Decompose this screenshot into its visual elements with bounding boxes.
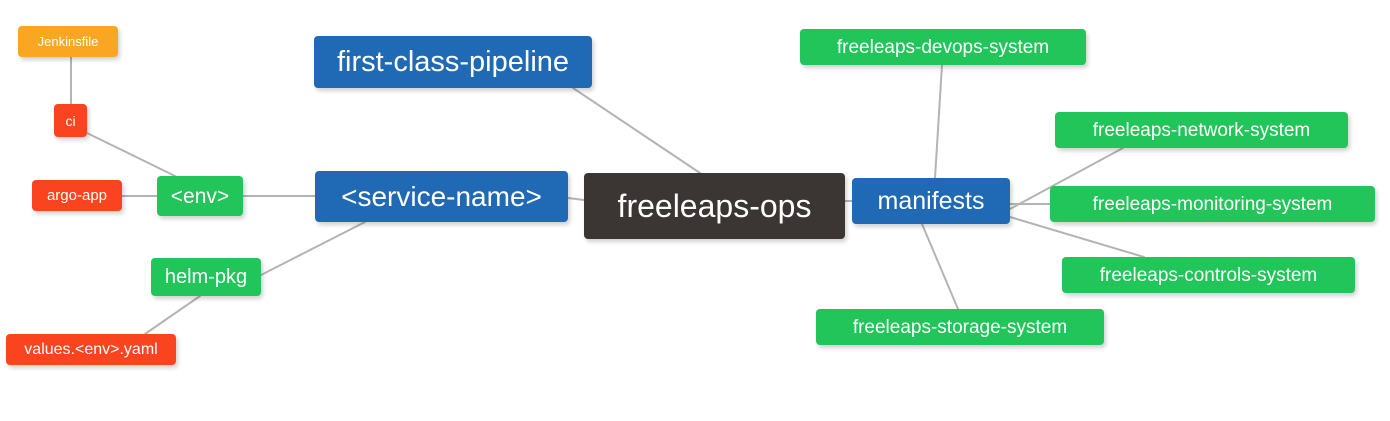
node-freeleaps-devops-system[interactable]: freeleaps-devops-system (800, 29, 1086, 65)
node-label: ci (65, 112, 76, 129)
node-label: freeleaps-devops-system (836, 36, 1050, 58)
node-env[interactable]: <env> (157, 176, 243, 216)
node-manifests[interactable]: manifests (852, 178, 1010, 224)
node-label: argo-app (46, 187, 108, 204)
node-first-class-pipeline[interactable]: first-class-pipeline (314, 36, 592, 88)
node-helm-pkg[interactable]: helm-pkg (151, 258, 261, 296)
node-values-env-yaml[interactable]: values.<env>.yaml (6, 334, 176, 365)
node-label: helm-pkg (164, 266, 248, 288)
edge-ci-to-env (86, 132, 176, 177)
edge-first-class-pipeline-to-freeleaps-ops (572, 87, 701, 174)
node-freeleaps-storage-system[interactable]: freeleaps-storage-system (816, 309, 1104, 345)
edge-manifests-to-freeleaps-storage-system (921, 223, 959, 310)
node-label: manifests (877, 186, 985, 215)
node-freeleaps-controls-system[interactable]: freeleaps-controls-system (1062, 257, 1355, 293)
node-label: Jenkinsfile (37, 34, 99, 49)
edge-helm-pkg-to-values-env-yaml (144, 295, 201, 335)
edge-manifests-to-freeleaps-network-system (1009, 147, 1124, 210)
node-jenkinsfile[interactable]: Jenkinsfile (18, 26, 118, 57)
node-label: freeleaps-network-system (1092, 119, 1311, 141)
node-freeleaps-network-system[interactable]: freeleaps-network-system (1055, 112, 1348, 148)
node-label: freeleaps-storage-system (852, 316, 1068, 338)
node-label: <env> (170, 184, 230, 208)
node-label: freeleaps-controls-system (1099, 264, 1318, 286)
edge-manifests-to-freeleaps-devops-system (934, 64, 943, 179)
edge-manifests-to-freeleaps-controls-system (1009, 216, 1145, 258)
node-service-name[interactable]: <service-name> (315, 171, 568, 222)
node-label: <service-name> (341, 180, 542, 212)
node-ci[interactable]: ci (54, 104, 87, 137)
node-freeleaps-monitoring-system[interactable]: freeleaps-monitoring-system (1050, 186, 1375, 222)
node-argo-app[interactable]: argo-app (32, 180, 122, 211)
edge-service-name-to-freeleaps-ops (567, 197, 585, 201)
node-label: freeleaps-monitoring-system (1092, 193, 1333, 215)
edge-service-name-to-helm-pkg (260, 221, 366, 276)
node-freeleaps-ops[interactable]: freeleaps-ops (584, 173, 845, 239)
node-label: freeleaps-ops (617, 188, 812, 224)
node-label: first-class-pipeline (336, 45, 570, 78)
node-label: values.<env>.yaml (24, 340, 158, 358)
